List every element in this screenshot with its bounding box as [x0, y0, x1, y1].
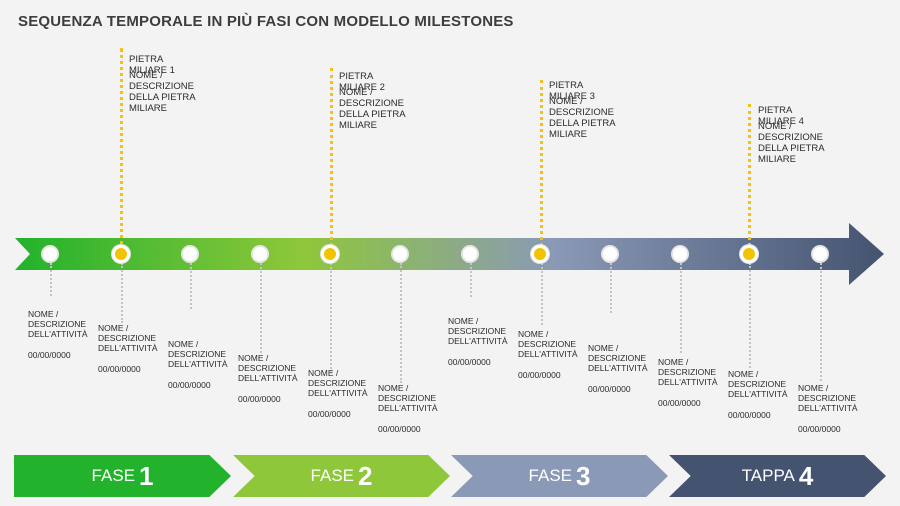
task-connector-9 — [610, 263, 682, 313]
milestone-connector-2 — [330, 68, 333, 252]
task-connector-8 — [541, 263, 613, 325]
task-name: NOME / DESCRIZIONE DELL'ATTIVITÀ — [588, 343, 648, 373]
task-name: NOME / DESCRIZIONE DELL'ATTIVITÀ — [98, 323, 158, 353]
task-date: 00/00/0000 — [238, 394, 281, 404]
task-date: 00/00/0000 — [98, 364, 141, 374]
milestone-title: PIETRA MILIARE 1 — [129, 54, 175, 76]
milestone-dot-3 — [531, 245, 549, 263]
task-label-12: NOME / DESCRIZIONE DELL'ATTIVITÀ 00/00/0… — [798, 383, 868, 434]
task-date: 00/00/0000 — [378, 424, 421, 434]
task-label-2: NOME / DESCRIZIONE DELL'ATTIVITÀ 00/00/0… — [98, 323, 168, 374]
phase-3-chevron: FASE 3 — [451, 455, 668, 497]
milestone-connector-4 — [748, 104, 751, 252]
page-title: SEQUENZA TEMPORALE IN PIÙ FASI CON MODEL… — [18, 13, 514, 30]
phase-word: FASE — [91, 466, 135, 485]
milestone-label-1: PIETRA MILIARE 1 NOME / DESCRIZIONE DELL… — [129, 54, 199, 114]
task-connector-4 — [260, 263, 332, 353]
timeline-dot-12 — [811, 245, 829, 263]
task-date: 00/00/0000 — [448, 357, 491, 367]
phase-word: FASE — [310, 466, 354, 485]
task-name: NOME / DESCRIZIONE DELL'ATTIVITÀ — [658, 357, 718, 387]
milestone-dot-4 — [740, 245, 758, 263]
task-connector-6 — [400, 263, 472, 383]
milestone-dot-2 — [321, 245, 339, 263]
milestone-connector-3 — [540, 80, 543, 252]
task-name: NOME / DESCRIZIONE DELL'ATTIVITÀ — [518, 329, 578, 359]
task-date: 00/00/0000 — [518, 370, 561, 380]
milestone-label-3: PIETRA MILIARE 3 NOME / DESCRIZIONE DELL… — [549, 80, 619, 140]
task-name: NOME / DESCRIZIONE DELL'ATTIVITÀ — [168, 339, 228, 369]
phase-number: 3 — [576, 460, 591, 491]
task-connector-1 — [50, 263, 122, 296]
task-name: NOME / DESCRIZIONE DELL'ATTIVITÀ — [238, 353, 298, 383]
task-label-4: NOME / DESCRIZIONE DELL'ATTIVITÀ 00/00/0… — [238, 353, 308, 404]
timeline-dot-1 — [41, 245, 59, 263]
task-date: 00/00/0000 — [658, 398, 701, 408]
task-label-10: NOME / DESCRIZIONE DELL'ATTIVITÀ 00/00/0… — [658, 357, 728, 408]
task-date: 00/00/0000 — [728, 410, 771, 420]
phase-4-chevron: TAPPA 4 — [669, 455, 886, 497]
milestone-description: NOME / DESCRIZIONE DELLA PIETRA MILIARE — [758, 121, 825, 165]
task-label-1: NOME / DESCRIZIONE DELL'ATTIVITÀ 00/00/0… — [28, 309, 98, 360]
task-name: NOME / DESCRIZIONE DELL'ATTIVITÀ — [308, 368, 368, 398]
task-label-5: NOME / DESCRIZIONE DELL'ATTIVITÀ 00/00/0… — [308, 368, 378, 419]
timeline-dot-10 — [671, 245, 689, 263]
task-connector-2 — [121, 263, 193, 323]
timeline-dot-7 — [461, 245, 479, 263]
task-name: NOME / DESCRIZIONE DELL'ATTIVITÀ — [378, 383, 438, 413]
task-label-11: NOME / DESCRIZIONE DELL'ATTIVITÀ 00/00/0… — [728, 369, 798, 420]
task-connector-10 — [680, 263, 752, 353]
task-label-9: NOME / DESCRIZIONE DELL'ATTIVITÀ 00/00/0… — [588, 343, 658, 394]
task-connector-7 — [470, 263, 542, 297]
milestone-title: PIETRA MILIARE 3 — [549, 80, 595, 102]
task-connector-3 — [190, 263, 262, 309]
task-connector-12 — [820, 263, 892, 381]
task-date: 00/00/0000 — [798, 424, 841, 434]
task-date: 00/00/0000 — [588, 384, 631, 394]
timeline-dot-9 — [601, 245, 619, 263]
task-name: NOME / DESCRIZIONE DELL'ATTIVITÀ — [798, 383, 858, 413]
task-connector-5 — [330, 263, 402, 373]
phase-number: 2 — [358, 460, 373, 491]
timeline-dot-4 — [251, 245, 269, 263]
task-label-8: NOME / DESCRIZIONE DELL'ATTIVITÀ 00/00/0… — [518, 329, 588, 380]
milestone-label-2: PIETRA MILIARE 2 NOME / DESCRIZIONE DELL… — [339, 71, 409, 131]
milestone-description: NOME / DESCRIZIONE DELLA PIETRA MILIARE — [129, 70, 196, 114]
task-name: NOME / DESCRIZIONE DELL'ATTIVITÀ — [728, 369, 788, 399]
task-label-3: NOME / DESCRIZIONE DELL'ATTIVITÀ 00/00/0… — [168, 339, 238, 390]
task-date: 00/00/0000 — [168, 380, 211, 390]
phase-number: 1 — [139, 460, 154, 491]
task-connector-11 — [749, 263, 821, 368]
milestone-label-4: PIETRA MILIARE 4 NOME / DESCRIZIONE DELL… — [758, 105, 828, 165]
phase-word: FASE — [528, 466, 572, 485]
phase-1-chevron: FASE 1 — [14, 455, 231, 497]
task-date: 00/00/0000 — [28, 350, 71, 360]
milestone-connector-1 — [120, 48, 123, 252]
milestone-description: NOME / DESCRIZIONE DELLA PIETRA MILIARE — [549, 96, 616, 140]
milestone-title: PIETRA MILIARE 2 — [339, 71, 385, 93]
timeline-dot-6 — [391, 245, 409, 263]
milestone-title: PIETRA MILIARE 4 — [758, 105, 804, 127]
timeline-dot-3 — [181, 245, 199, 263]
task-label-7: NOME / DESCRIZIONE DELL'ATTIVITÀ 00/00/0… — [448, 316, 518, 367]
phase-number: 4 — [798, 460, 814, 491]
task-name: NOME / DESCRIZIONE DELL'ATTIVITÀ — [28, 309, 88, 339]
milestone-description: NOME / DESCRIZIONE DELLA PIETRA MILIARE — [339, 87, 406, 131]
task-label-6: NOME / DESCRIZIONE DELL'ATTIVITÀ 00/00/0… — [378, 383, 448, 434]
milestone-dot-1 — [112, 245, 130, 263]
phase-word: TAPPA — [741, 466, 795, 485]
phase-2-chevron: FASE 2 — [233, 455, 450, 497]
task-date: 00/00/0000 — [308, 409, 351, 419]
task-name: NOME / DESCRIZIONE DELL'ATTIVITÀ — [448, 316, 508, 346]
